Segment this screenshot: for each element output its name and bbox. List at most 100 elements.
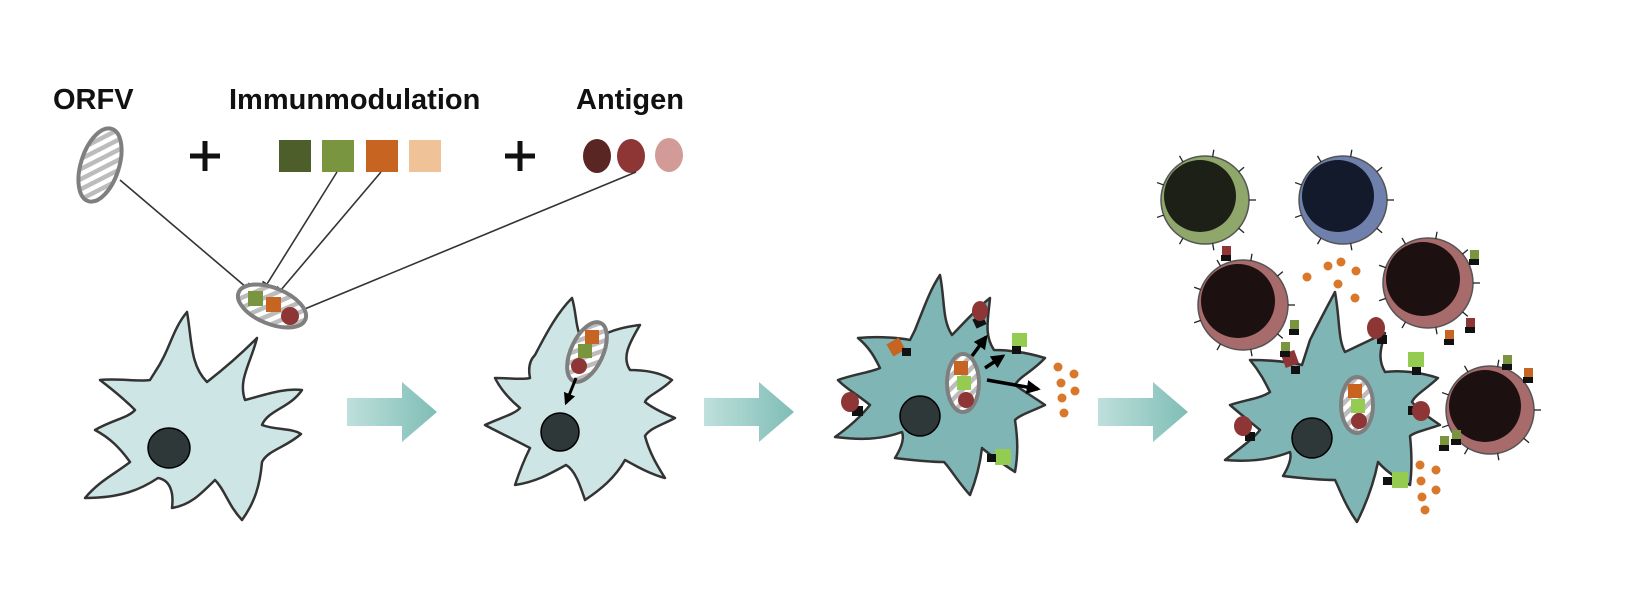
nucleus bbox=[1291, 417, 1333, 459]
antigen-dot-3 bbox=[655, 138, 683, 172]
tcr-binding-site bbox=[1451, 439, 1461, 445]
tcr-receptor bbox=[1441, 391, 1449, 396]
stage-arrow-3 bbox=[1098, 382, 1188, 442]
tcr-receptor bbox=[1463, 447, 1469, 455]
entry-arrow bbox=[563, 377, 578, 406]
recombinant-orfv-virion bbox=[235, 282, 309, 330]
tcr-receptor bbox=[1212, 149, 1215, 157]
tcr-binding-site bbox=[1523, 377, 1533, 383]
nucleus bbox=[540, 412, 580, 452]
tcr-receptor bbox=[1294, 214, 1302, 219]
tcr-antigen-tag bbox=[1290, 320, 1299, 329]
stage-arrow-2 bbox=[704, 382, 794, 442]
nucleus bbox=[147, 427, 191, 469]
tcr-antigen-tag bbox=[1281, 342, 1290, 351]
stage-arrow-1 bbox=[347, 382, 437, 442]
cytokine-cluster bbox=[1053, 362, 1080, 418]
tcr-receptor bbox=[1463, 365, 1469, 373]
tcr-binding-site bbox=[1439, 445, 1449, 451]
immunomodulator-square-2 bbox=[322, 140, 354, 172]
dendritic-cell-body bbox=[483, 296, 677, 502]
tcr-receptor bbox=[1193, 319, 1201, 324]
t-cell-group bbox=[1156, 149, 1541, 461]
tcr-receptor bbox=[1178, 155, 1184, 163]
antigen-dot-1 bbox=[583, 139, 611, 173]
surface-receptor-green bbox=[987, 449, 1011, 465]
surface-mhc-antigen bbox=[841, 392, 863, 416]
dendritic-cell-body bbox=[1223, 290, 1442, 524]
internalized-virion bbox=[1339, 375, 1375, 435]
tcr-receptor bbox=[1435, 231, 1438, 239]
tcr-receptor bbox=[1497, 453, 1500, 461]
surface-receptor-green bbox=[1383, 472, 1408, 488]
tcr-binding-site bbox=[1444, 339, 1454, 345]
immunomodulator-square-3 bbox=[366, 140, 398, 172]
tcr-receptor bbox=[1156, 214, 1164, 219]
tcr-receptor bbox=[1523, 437, 1530, 444]
antigen-dot-2 bbox=[617, 139, 645, 173]
tcr-receptor bbox=[1350, 149, 1353, 157]
tcr-receptor bbox=[1401, 237, 1407, 245]
legend bbox=[76, 126, 683, 330]
secretion-arrows bbox=[970, 334, 1041, 394]
surface-receptor-green bbox=[1012, 333, 1027, 354]
tcr-antigen-tag bbox=[1524, 368, 1533, 377]
dendritic-cell-stage-1 bbox=[83, 310, 304, 522]
cytokine-cluster bbox=[1415, 460, 1441, 515]
tcr-receptor bbox=[1216, 343, 1222, 351]
tcr-receptor bbox=[1350, 243, 1353, 251]
tcr-receptor bbox=[1178, 237, 1184, 245]
tcr-receptor bbox=[1316, 155, 1322, 163]
surface-mhc-antigen bbox=[972, 301, 988, 329]
t-cell bbox=[1156, 149, 1256, 251]
tcr-receptor bbox=[1216, 259, 1222, 267]
surface-mhc-antigen bbox=[1367, 317, 1387, 344]
plus-icon-1 bbox=[190, 141, 220, 171]
immunomodulation-label: Immunmodulation bbox=[229, 84, 481, 116]
tcr-antigen-tag bbox=[1440, 436, 1449, 445]
tcr-receptor bbox=[1376, 166, 1383, 173]
nucleus bbox=[899, 395, 941, 437]
orfv-label: ORFV bbox=[53, 84, 134, 116]
tcr-receptor bbox=[1441, 424, 1449, 429]
plus-icon-2 bbox=[505, 141, 535, 171]
dendritic-cell-stage-4 bbox=[1223, 257, 1442, 524]
t-cell bbox=[1193, 253, 1295, 357]
t-cell bbox=[1294, 149, 1394, 251]
tcr-binding-site bbox=[1221, 255, 1231, 261]
tcr-receptor bbox=[1193, 286, 1201, 291]
dendritic-cell-stage-3 bbox=[833, 273, 1080, 497]
cytokine-cluster bbox=[1302, 257, 1361, 303]
tcr-binding-site bbox=[1289, 329, 1299, 335]
surface-costim-molecule bbox=[886, 337, 911, 357]
tcr-receptor bbox=[1156, 181, 1164, 186]
tcr-receptor bbox=[1238, 227, 1245, 234]
tcr-receptor bbox=[1378, 297, 1386, 302]
tcr-antigen-tag bbox=[1452, 430, 1461, 439]
immunomodulator-square-1 bbox=[279, 140, 311, 172]
tcr-receptor bbox=[1378, 264, 1386, 269]
tcr-antigen-tag bbox=[1503, 355, 1512, 364]
tcr-receptor bbox=[1462, 249, 1469, 255]
tcr-antigen-tag bbox=[1445, 330, 1454, 339]
tcr-receptor bbox=[1212, 243, 1215, 251]
dendritic-cell-stage-2 bbox=[483, 296, 677, 502]
tcr-binding-site bbox=[1465, 327, 1475, 333]
assembly-arrows bbox=[119, 171, 637, 315]
tcr-receptor bbox=[1250, 253, 1253, 261]
orfv-virion-icon bbox=[76, 126, 124, 204]
surface-mhc-antigen bbox=[1234, 416, 1255, 441]
tcr-receptor bbox=[1435, 327, 1438, 335]
tcr-receptor bbox=[1294, 181, 1302, 186]
tcr-receptor bbox=[1376, 227, 1383, 234]
tcr-antigen-tag bbox=[1222, 246, 1231, 255]
tcr-receptor bbox=[1238, 166, 1245, 173]
tcr-antigen-tag bbox=[1470, 250, 1479, 259]
t-cell bbox=[1378, 231, 1480, 335]
tcr-receptor bbox=[1316, 237, 1322, 245]
tcr-receptor bbox=[1462, 311, 1469, 317]
tcr-receptor bbox=[1401, 321, 1407, 329]
dendritic-cell-body bbox=[833, 273, 1047, 497]
